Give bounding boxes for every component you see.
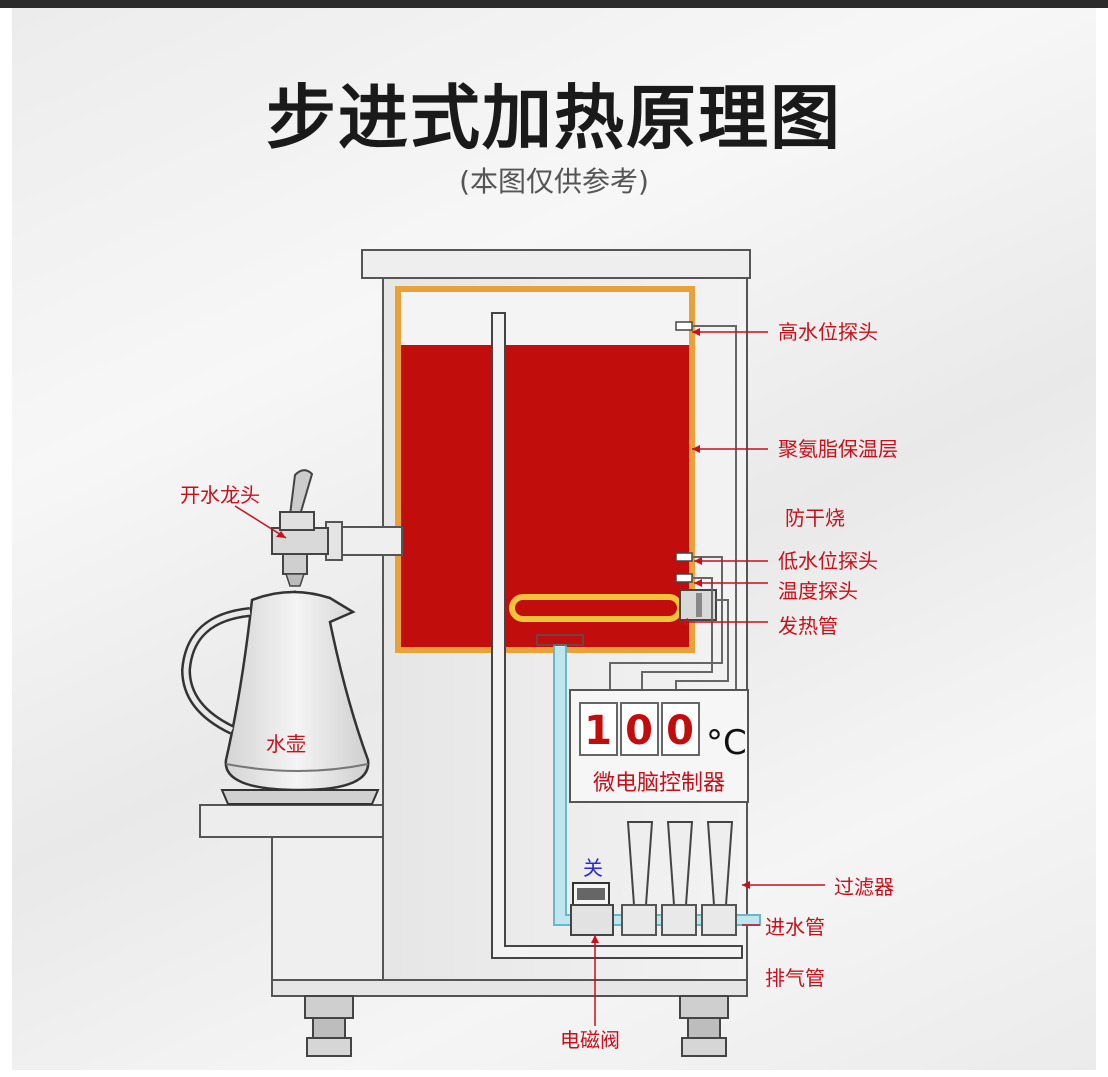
diagram-subtitle: (本图仅供参考) (459, 165, 649, 198)
display-digit-3: 0 (666, 708, 694, 754)
label-inlet: 进水管 (765, 915, 825, 939)
label-switch: 关 (583, 856, 603, 880)
labels: 高水位探头 聚氨脂保温层 防干烧 低水位探头 温度探头 发热管 开水龙头 水壶 … (180, 320, 898, 1052)
display-unit: °C (706, 723, 747, 763)
label-filter: 过滤器 (834, 875, 894, 899)
label-insulation: 聚氨脂保温层 (778, 437, 898, 461)
label-high-probe: 高水位探头 (778, 320, 878, 344)
top-bar (0, 0, 1108, 8)
label-kettle: 水壶 (266, 732, 306, 756)
label-faucet: 开水龙头 (180, 483, 260, 507)
label-temp-probe: 温度探头 (778, 579, 858, 603)
filters (626, 821, 734, 906)
probes (609, 321, 737, 690)
label-valve: 电磁阀 (560, 1028, 620, 1052)
inlet-pipe (536, 634, 761, 936)
label-dry-burn: 防干烧 (785, 506, 845, 530)
controller-caption: 微电脑控制器 (593, 771, 725, 796)
exhaust-pipe (491, 312, 743, 959)
display-digit-1: 1 (584, 708, 612, 754)
kettle (180, 590, 380, 805)
label-heater: 发热管 (778, 614, 838, 638)
label-exhaust: 排气管 (765, 966, 825, 990)
solenoid-valve (570, 882, 614, 936)
leader-lines (234, 331, 825, 1026)
heater-tube (509, 589, 717, 622)
label-low-probe: 低水位探头 (778, 549, 878, 573)
diagram-title: 步进式加热原理图 (266, 77, 842, 159)
leader-arrowheads (276, 328, 750, 943)
left-foot (304, 995, 354, 1057)
display-digit-2: 0 (625, 708, 653, 754)
right-foot (679, 995, 729, 1057)
controller-panel: 1 0 0 °C 微电脑控制器 (569, 689, 749, 803)
